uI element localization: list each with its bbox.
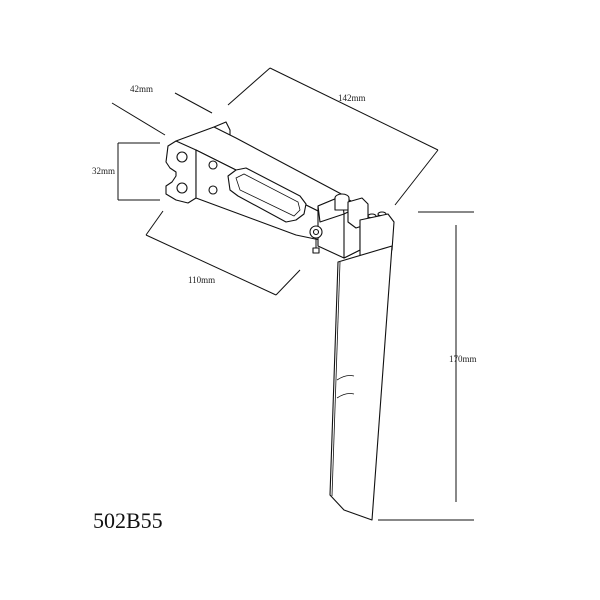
dim-label-170mm: 170mm [449,354,477,364]
dimension-lines [111,67,474,521]
dim-label-110mm: 110mm [188,275,215,285]
rudder-blade [329,213,395,521]
pivot-block [309,193,369,259]
dim-label-142mm: 142mm [338,93,366,103]
dim-label-42mm: 42mm [130,84,153,94]
mounting-bracket [165,121,346,241]
dim-label-32mm: 32mm [92,166,115,176]
model-code-label: 502B55 [93,508,163,533]
